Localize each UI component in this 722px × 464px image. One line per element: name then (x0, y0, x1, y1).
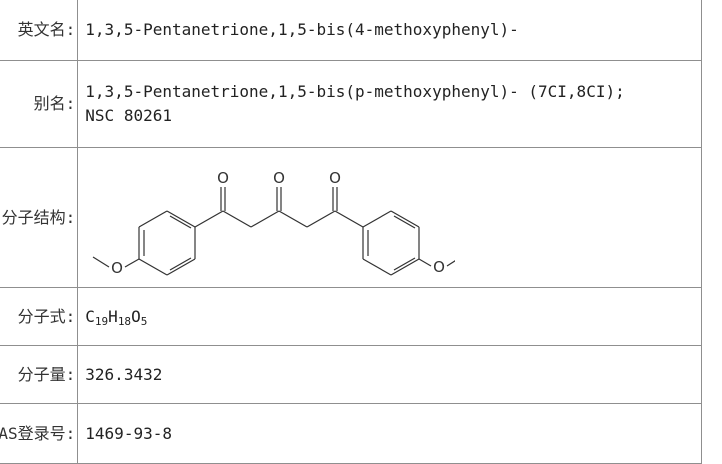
formula-label: 分子式: (0, 287, 79, 346)
weight-label: 分子量: (0, 345, 79, 404)
atom-o-carbonyl-2: O (273, 169, 285, 187)
weight-value: 326.3432 (77, 345, 702, 404)
atom-o-carbonyl-1: O (217, 169, 229, 187)
structure-label: 分子结构: (0, 147, 79, 288)
atom-o-carbonyl-3: O (329, 169, 341, 187)
row-english-name: 英文名: 1,3,5-Pentanetrione,1,5-bis(4-metho… (0, 0, 702, 61)
structure-cell: O O O O O (77, 147, 702, 288)
alias-label: 别名: (0, 60, 79, 148)
alias-line-2: NSC 80261 (85, 106, 172, 125)
cas-value: 1469-93-8 (77, 403, 702, 464)
alias-line-1: 1,3,5-Pentanetrione,1,5-bis(p-methoxyphe… (85, 82, 625, 101)
alias-value: 1,3,5-Pentanetrione,1,5-bis(p-methoxyphe… (77, 60, 702, 148)
atom-o-methoxy-right: O (433, 258, 445, 276)
row-structure: 分子结构: (0, 147, 702, 288)
english-name-value: 1,3,5-Pentanetrione,1,5-bis(4-methoxyphe… (77, 0, 702, 61)
formula-value: C19H18O5 (77, 287, 702, 346)
atom-o-methoxy-left: O (111, 259, 123, 277)
molecular-structure-diagram: O O O O O (92, 169, 456, 277)
english-name-label: 英文名: (0, 0, 79, 61)
row-weight: 分子量: 326.3432 (0, 345, 702, 404)
compound-info-table: 英文名: 1,3,5-Pentanetrione,1,5-bis(4-metho… (0, 0, 702, 464)
cas-label: CAS登录号: (0, 403, 79, 464)
row-cas: CAS登录号: 1469-93-8 (0, 403, 702, 464)
row-alias: 别名: 1,3,5-Pentanetrione,1,5-bis(p-methox… (0, 60, 702, 148)
row-formula: 分子式: C19H18O5 (0, 287, 702, 346)
